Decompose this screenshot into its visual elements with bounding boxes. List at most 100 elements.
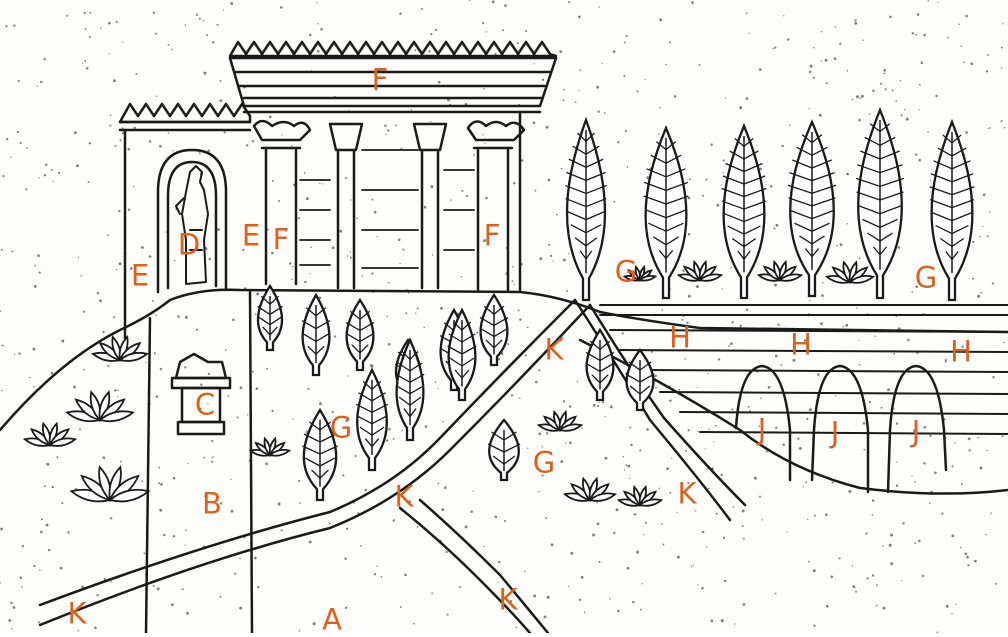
stipple-dot bbox=[416, 525, 419, 528]
stipple-dot bbox=[824, 58, 828, 62]
stipple-dot bbox=[227, 395, 230, 397]
stipple-dot bbox=[985, 70, 989, 73]
stipple-dot bbox=[820, 322, 824, 326]
stipple-dot bbox=[127, 147, 131, 151]
stipple-dot bbox=[10, 601, 13, 605]
stipple-dot bbox=[928, 502, 931, 505]
stipple-dot bbox=[46, 462, 50, 466]
stipple-dot bbox=[234, 572, 237, 575]
stipple-dot bbox=[34, 264, 37, 267]
stipple-dot bbox=[446, 613, 449, 616]
stipple-dot bbox=[687, 294, 691, 298]
stipple-dot bbox=[780, 364, 783, 366]
stipple-dot bbox=[350, 199, 352, 201]
stipple-dot bbox=[81, 585, 84, 589]
stipple-dot bbox=[871, 499, 875, 502]
stipple-dot bbox=[6, 138, 9, 141]
stipple-dot bbox=[723, 579, 727, 583]
stipple-dot bbox=[789, 124, 791, 127]
stipple-dot bbox=[644, 78, 646, 81]
stipple-dot bbox=[846, 172, 850, 176]
stipple-dot bbox=[646, 428, 649, 431]
stipple-dot bbox=[745, 12, 748, 15]
stipple-dot bbox=[741, 509, 745, 513]
stipple-dot bbox=[701, 586, 704, 590]
stipple-dot bbox=[212, 41, 215, 44]
stipple-dot bbox=[1003, 341, 1005, 344]
stipple-dot bbox=[198, 152, 201, 155]
stipple-dot bbox=[722, 536, 726, 539]
stipple-dot bbox=[386, 315, 388, 318]
stipple-dot bbox=[739, 106, 743, 110]
stipple-dot bbox=[887, 388, 890, 392]
stipple-dot bbox=[230, 478, 232, 481]
palm-shrub bbox=[536, 410, 584, 432]
stipple-dot bbox=[929, 434, 932, 437]
stipple-dot bbox=[385, 439, 389, 442]
stipple-dot bbox=[25, 188, 28, 191]
stipple-dot bbox=[0, 389, 3, 392]
stipple-dot bbox=[444, 486, 447, 489]
stipple-dot bbox=[38, 271, 41, 274]
stipple-dot bbox=[550, 543, 554, 547]
stipple-dot bbox=[617, 141, 620, 144]
stipple-dot bbox=[659, 18, 663, 22]
stipple-dot bbox=[839, 42, 842, 45]
stipple-dot bbox=[904, 108, 906, 111]
stipple-dot bbox=[280, 529, 283, 532]
stipple-dot bbox=[482, 21, 485, 25]
stipple-dot bbox=[955, 603, 957, 606]
stipple-dot bbox=[601, 62, 603, 65]
stipple-dot bbox=[223, 131, 226, 134]
stipple-dot bbox=[747, 405, 750, 408]
stipple-dot bbox=[399, 605, 402, 608]
stipple-dot bbox=[945, 604, 949, 608]
stipple-dot bbox=[119, 139, 122, 142]
stipple-dot bbox=[246, 144, 249, 147]
stipple-dot bbox=[373, 210, 377, 214]
stipple-dot bbox=[731, 321, 734, 324]
stipple-dot bbox=[312, 622, 316, 626]
stipple-dot bbox=[895, 100, 898, 102]
stipple-dot bbox=[581, 427, 583, 429]
stipple-dot bbox=[684, 358, 686, 360]
stipple-dot bbox=[705, 546, 708, 548]
stipple-dot bbox=[85, 67, 89, 70]
stipple-dot bbox=[786, 38, 790, 41]
stipple-dot bbox=[437, 387, 439, 390]
stipple-dot bbox=[40, 518, 43, 521]
stipple-dot bbox=[14, 353, 16, 355]
stipple-dot bbox=[384, 124, 387, 127]
label-g: G bbox=[329, 410, 353, 445]
stipple-dot bbox=[710, 619, 714, 623]
stipple-dot bbox=[625, 35, 628, 38]
stipple-dot bbox=[21, 586, 23, 588]
stipple-dot bbox=[373, 573, 377, 576]
stipple-dot bbox=[758, 68, 762, 71]
stipple-dot bbox=[494, 53, 497, 56]
stipple-dot bbox=[696, 386, 699, 388]
stipple-dot bbox=[781, 144, 784, 148]
stipple-dot bbox=[472, 490, 474, 492]
stipple-dot bbox=[310, 246, 312, 248]
stipple-dot bbox=[918, 83, 921, 86]
stipple-dot bbox=[322, 183, 324, 185]
palm-shrub bbox=[248, 436, 292, 457]
stipple-dot bbox=[624, 129, 628, 133]
stipple-dot bbox=[748, 32, 750, 34]
stipple-dot bbox=[742, 603, 746, 606]
stipple-dot bbox=[148, 140, 152, 143]
stipple-dot bbox=[491, 0, 495, 4]
stipple-dot bbox=[661, 309, 664, 311]
stipple-dot bbox=[982, 193, 986, 197]
stipple-dot bbox=[501, 353, 504, 356]
stipple-dot bbox=[121, 131, 125, 135]
stipple-dot bbox=[195, 13, 199, 16]
stipple-dot bbox=[533, 594, 537, 598]
stipple-dot bbox=[507, 343, 510, 346]
stipple-dot bbox=[184, 366, 187, 369]
label-b: B bbox=[202, 486, 222, 521]
stipple-dot bbox=[583, 611, 586, 614]
stipple-dot bbox=[960, 45, 963, 47]
stipple-dot bbox=[167, 132, 170, 134]
